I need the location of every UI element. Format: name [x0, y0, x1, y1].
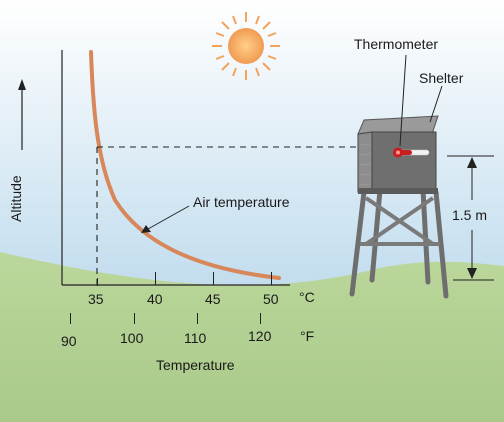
- tick-f-100: [134, 313, 135, 324]
- tick-c-40: [155, 272, 156, 285]
- celsius-tick-label: 50: [263, 291, 279, 307]
- thermometer-leader: [399, 54, 407, 147]
- tick-f-110: [197, 313, 198, 324]
- celsius-tick-label: 45: [205, 291, 221, 307]
- x-axis-label: Temperature: [156, 357, 235, 373]
- tick-c-50: [271, 272, 272, 285]
- celsius-tick-label: 35: [88, 291, 104, 307]
- fahrenheit-tick-label: 100: [120, 330, 144, 346]
- shelter-leader: [429, 85, 443, 123]
- fahrenheit-tick-label: 120: [248, 328, 272, 344]
- celsius-tick-label: 40: [147, 291, 163, 307]
- height-dimension: [447, 155, 494, 281]
- tick-c-45: [213, 272, 214, 285]
- altitude-arrow: [18, 79, 26, 150]
- tick-f-90: [70, 313, 71, 324]
- sun-icon: [212, 12, 280, 80]
- curve-leader: [141, 205, 190, 233]
- air-temperature-curve: [89, 50, 281, 280]
- thermometer-icon: [393, 147, 430, 158]
- thermometer-label: Thermometer: [354, 36, 439, 52]
- fahrenheit-unit-label: °F: [300, 328, 315, 344]
- ground: [0, 252, 504, 422]
- tick-c-35: [97, 278, 98, 286]
- fahrenheit-tick-label: 110: [184, 330, 207, 346]
- height-label: 1.5 m: [452, 207, 488, 223]
- air-temperature-label: Air temperature: [193, 194, 290, 210]
- shelter-label: Shelter: [419, 70, 464, 86]
- fahrenheit-tick-label: 90: [61, 333, 77, 349]
- celsius-unit-label: °C: [299, 289, 315, 305]
- tick-f-120: [260, 313, 261, 324]
- shelter-icon: [349, 115, 449, 299]
- y-axis-label: Altitude: [8, 175, 24, 222]
